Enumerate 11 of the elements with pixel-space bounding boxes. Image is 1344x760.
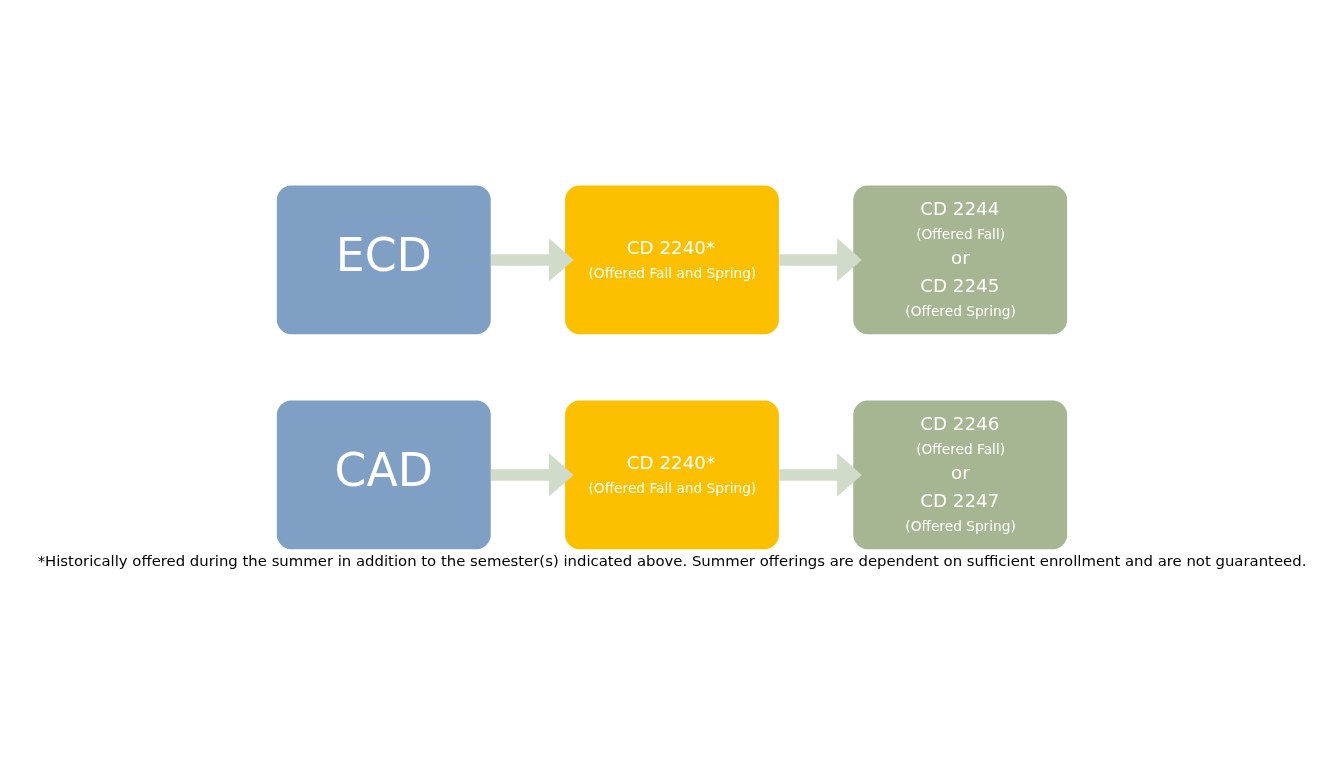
arrow: [491, 453, 574, 497]
node-box: ECD: [276, 185, 491, 335]
arrow: [779, 453, 862, 497]
node-box: CD 2244 (Offered Fall) or CD 2245 (Offered Spring): [853, 185, 1068, 335]
arrow: [491, 238, 574, 282]
node-box: CD 2240* (Offered Fall and Spring): [565, 400, 779, 550]
node-box: CAD: [276, 400, 491, 550]
node-box: CD 2240* (Offered Fall and Spring): [565, 185, 779, 335]
node-box: CD 2246 (Offered Fall) or CD 2247 (Offered Spring): [853, 400, 1068, 550]
arrow: [779, 238, 862, 282]
caption: *Historically offered during the summer in addition to the semester(s) indicated above. Summer offerings are dependent on sufficient enrollment and are not guaranteed.: [37, 551, 1307, 570]
